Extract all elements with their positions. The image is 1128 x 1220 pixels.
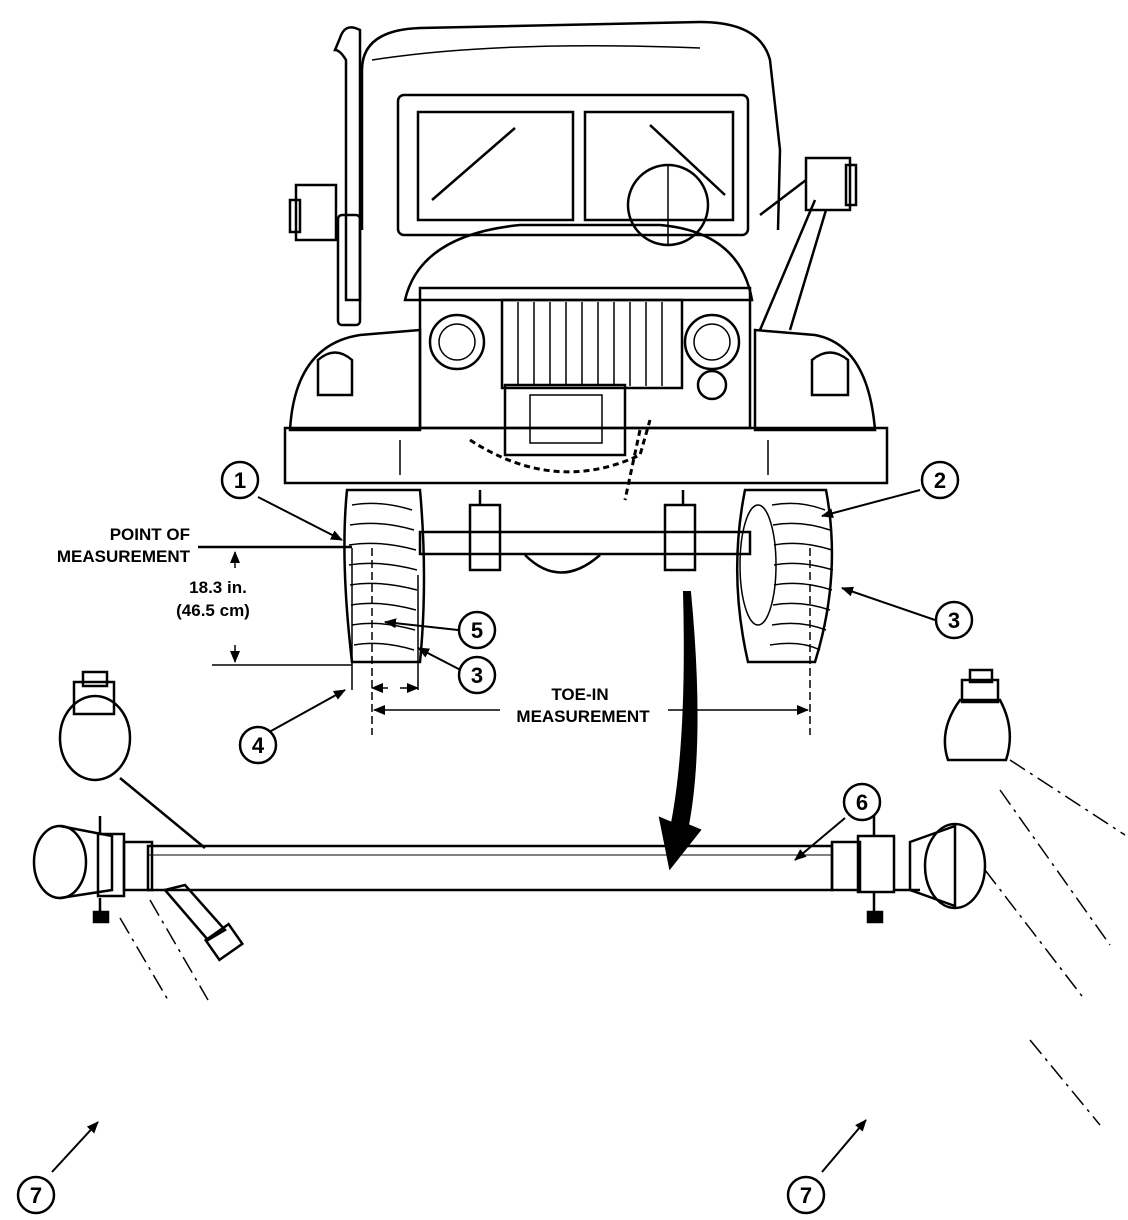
callout-5: 5 [457,610,497,650]
detail-arrow [658,591,702,871]
truck-front-view [283,20,889,664]
svg-text:4: 4 [252,733,265,758]
label-point-of-line2: MEASUREMENT [57,547,191,566]
label-height-cm: (46.5 cm) [176,601,250,620]
callout-3-right: 3 [934,600,974,640]
svg-text:7: 7 [30,1183,42,1208]
label-toe-in-line1: TOE-IN [551,685,608,704]
tie-rod-assembly [32,668,1012,962]
callout-4: 4 [238,725,278,765]
svg-text:3: 3 [471,663,483,688]
svg-text:7: 7 [800,1183,812,1208]
callout-7-right: 7 [786,1175,826,1215]
label-height-in: 18.3 in. [189,578,247,597]
svg-text:1: 1 [234,468,246,493]
callout-3-left: 3 [457,655,497,695]
axis-leader-lines [119,759,1126,1126]
callout-6: 6 [842,782,882,822]
callout-2: 2 [920,460,960,500]
svg-text:3: 3 [948,608,960,633]
svg-text:6: 6 [856,790,868,815]
label-point-of-line1: POINT OF [110,525,190,544]
svg-text:2: 2 [934,468,946,493]
measurement-lines [198,545,811,735]
callout-1: 1 [220,460,260,500]
label-toe-in-line2: MEASUREMENT [516,707,650,726]
callout-7-left: 7 [16,1175,56,1215]
svg-text:5: 5 [471,618,483,643]
